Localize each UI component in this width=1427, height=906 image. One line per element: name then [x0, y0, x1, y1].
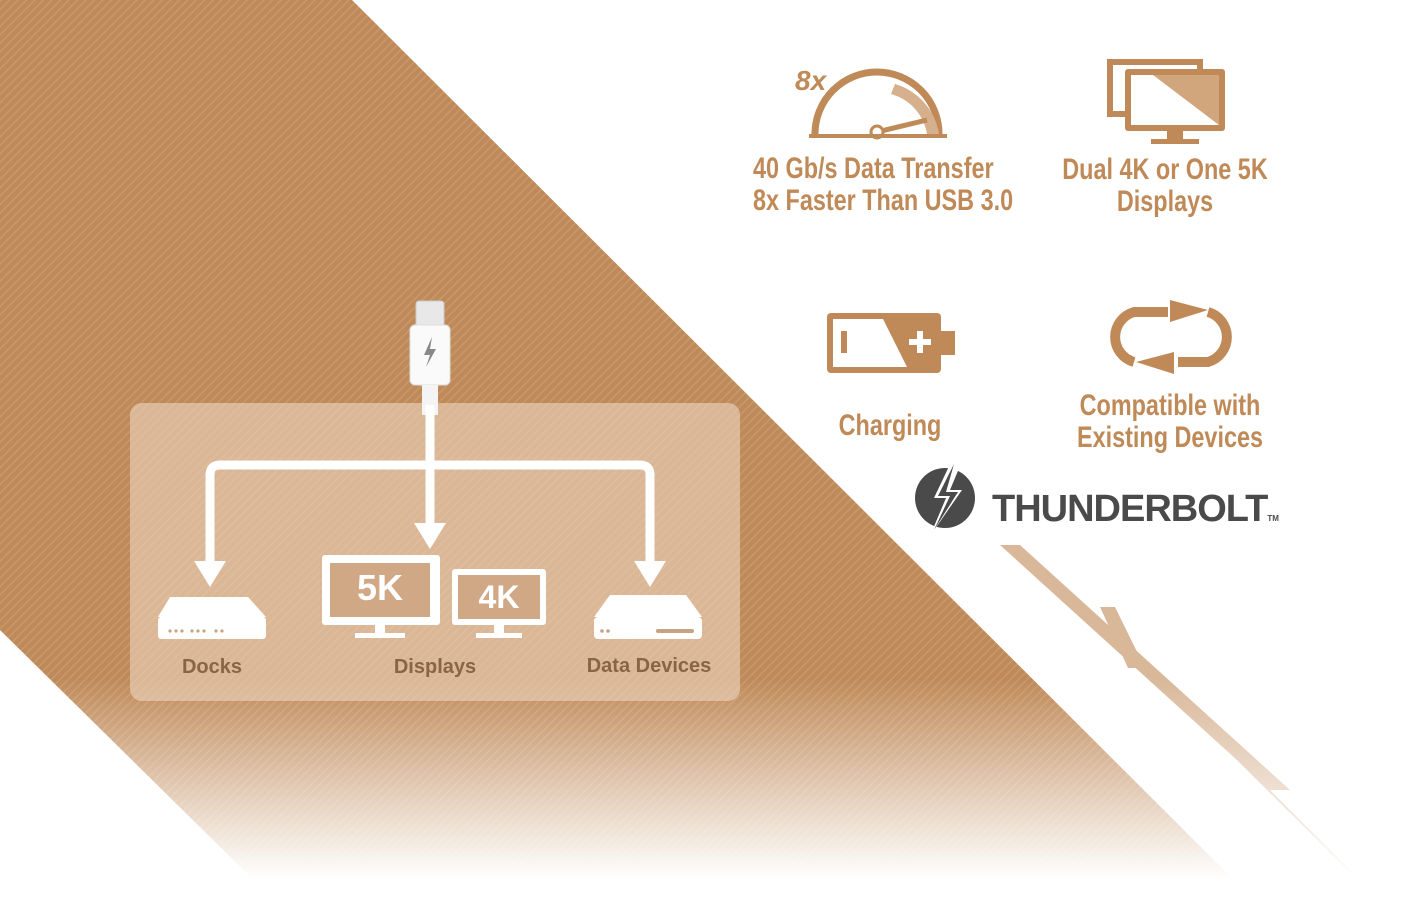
- feature-displays: Dual 4K or One 5K Displays: [1048, 154, 1282, 218]
- trademark: TM: [1267, 514, 1279, 523]
- data-device-icon: [594, 595, 702, 639]
- loop-arrows-icon: [1110, 300, 1232, 374]
- thunderbolt-cable-icon: [409, 300, 451, 415]
- connection-diagram: [158, 300, 702, 639]
- feature-line: Charging: [838, 409, 942, 442]
- speedometer-icon: 8x: [795, 65, 947, 140]
- dock-icon: [158, 597, 266, 639]
- accent-stripes: [1000, 545, 1386, 906]
- monitor-5k-label: 5K: [356, 567, 404, 608]
- branch-arrows: [205, 405, 655, 565]
- monitor-4k-icon: [452, 569, 546, 638]
- feature-charging: Charging: [773, 410, 1007, 442]
- monitor-5k-icon: [322, 555, 440, 638]
- dual-monitor-icon: [1107, 59, 1225, 144]
- thunderbolt-wordmark: THUNDERBOLTTM: [992, 488, 1279, 531]
- svg-text:8x: 8x: [795, 65, 828, 96]
- battery-charging-icon: [827, 313, 955, 373]
- monitor-4k-label: 4K: [478, 579, 520, 615]
- docks-label: Docks: [181, 656, 243, 678]
- feature-line: 40 Gb/s Data Transfer: [753, 152, 994, 185]
- connection-diagram-panel: [130, 403, 740, 701]
- logo-text: THUNDERBOLT: [992, 488, 1268, 530]
- displays-label: Displays: [393, 656, 477, 678]
- data-devices-label: Data Devices: [586, 655, 712, 677]
- feature-line: Displays: [1116, 185, 1214, 218]
- feature-data-transfer: 40 Gb/s Data Transfer 8x Faster Than USB…: [753, 152, 1014, 217]
- feature-line: Compatible with: [1079, 389, 1261, 422]
- feature-line: 8x Faster Than USB 3.0: [753, 184, 1014, 217]
- feature-line: Existing Devices: [1076, 421, 1263, 454]
- thunderbolt-logo-icon: [915, 460, 975, 536]
- feature-compatible: Compatible with Existing Devices: [1053, 390, 1287, 454]
- feature-line: Dual 4K or One 5K: [1062, 153, 1268, 186]
